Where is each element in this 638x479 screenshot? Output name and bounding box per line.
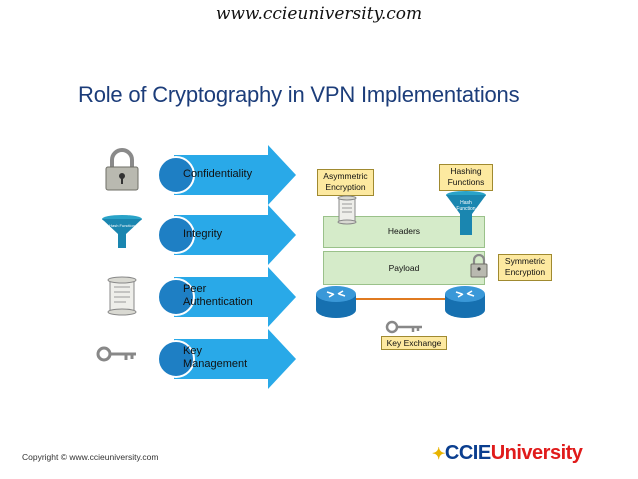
hash-funnel-icon: Hash Function — [444, 190, 488, 236]
key-icon — [96, 344, 146, 390]
headers-band: Headers — [323, 216, 485, 248]
ccie-university-logo: ✦CCIEUniversity — [432, 442, 583, 464]
padlock-icon — [102, 148, 152, 194]
padlock-icon — [470, 253, 488, 283]
hash-funnel-icon: Hash Function — [100, 214, 150, 260]
router-icon — [315, 284, 357, 325]
site-url: www.ccieuniversity.com — [215, 4, 423, 24]
asymmetric-encryption-callout: Asymmetric Encryption — [317, 169, 374, 196]
payload-band: Payload — [323, 251, 485, 285]
integrity-label: Integrity — [183, 228, 223, 240]
confidentiality-arrow — [158, 145, 296, 205]
confidentiality-label: Confidentiality — [183, 168, 253, 180]
copyright: Copyright © www.ccieuniversity.com — [22, 452, 159, 462]
integrity-arrow — [158, 205, 296, 265]
router-icon — [444, 284, 486, 325]
certificate-icon — [104, 276, 154, 322]
vpn-link — [350, 298, 450, 300]
peer-authentication-arrow — [158, 267, 296, 327]
peer-authentication-label: Peer Authentication — [183, 283, 253, 308]
symmetric-encryption-callout: Symmetric Encryption — [498, 254, 552, 281]
hashing-functions-callout: Hashing Functions — [439, 164, 493, 191]
certificate-icon — [336, 195, 358, 230]
key-management-arrow — [158, 329, 296, 389]
key-management-label: Key Management — [183, 345, 248, 370]
slide-title: Role of Cryptography in VPN Implementati… — [78, 82, 520, 107]
key-icon — [385, 318, 425, 341]
key-exchange-callout: Key Exchange — [381, 336, 447, 350]
lightbulb-icon: ✦ — [432, 446, 445, 463]
